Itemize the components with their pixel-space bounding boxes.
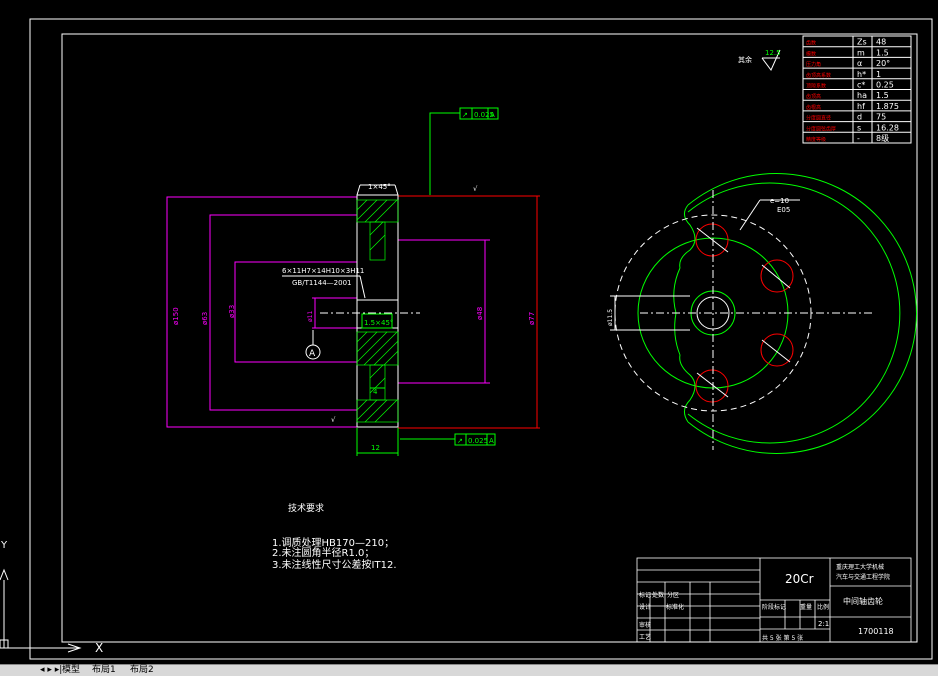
svg-text:技术要求: 技术要求 [288,502,324,514]
gear-section-view: 0.025 A ↗ 0.025 A ↗ ø150 ø63 ø33 ø11 ø48… [166,107,540,456]
param-name: 顶隙系数 [806,83,826,90]
param-value: 1.5 [876,91,889,100]
svg-text:处数: 处数 [652,591,664,599]
param-name: 精度等级 [806,136,826,143]
ucs-x-label: X [95,641,103,655]
svg-text:√: √ [331,416,336,424]
svg-text:1.5×45°: 1.5×45° [364,319,393,327]
param-symbol: hf [857,102,865,111]
sheet-outer-border [29,18,933,660]
ucs-y-label: Y [0,540,8,551]
param-name: 齿顶高系数 [806,72,831,79]
nav-arrows[interactable]: ◂ ▸ ▸| [40,665,63,675]
technical-notes: 技术要求 1.调质处理HB170—210； 2.未注圆角半径R1.0； 3.未注… [272,502,397,571]
tab-model[interactable]: 模型 [62,665,81,675]
param-value: 16.28 [876,123,899,132]
param-value: 1.5 [876,48,889,57]
param-value: 20° [876,59,890,68]
svg-text:汽车与交通工程学院: 汽车与交通工程学院 [836,573,890,581]
ucs-icon [0,568,82,653]
svg-text:A: A [309,349,316,359]
param-symbol: m [857,48,865,57]
svg-text:↗: ↗ [457,437,463,445]
svg-text:中间轴齿轮: 中间轴齿轮 [843,596,883,606]
param-name: 模数 [806,50,816,57]
svg-text:↗: ↗ [462,111,468,119]
param-name: 齿顶高 [806,93,821,100]
param-name: 齿数 [806,40,816,47]
param-symbol: c* [857,81,865,90]
svg-text:0.025: 0.025 [468,437,488,445]
svg-text:分区: 分区 [667,591,679,599]
layout-tab-bar: ◂ ▸ ▸| 模型 布局1 布局2 [0,664,938,676]
dim-d11: ø11 [307,311,314,322]
svg-text:标记: 标记 [639,591,651,599]
svg-text:1×45°: 1×45° [368,183,391,191]
svg-text:6×11H7×14H10×3H11: 6×11H7×14H10×3H11 [282,267,364,275]
svg-text:√: √ [473,185,478,193]
svg-text:E05: E05 [777,206,790,214]
tab-layout1[interactable]: 布局1 [92,665,116,675]
svg-text:A: A [489,437,494,445]
svg-text:GB/T1144—2001: GB/T1144—2001 [292,279,352,287]
param-symbol: ha [857,91,867,100]
svg-text:0.025: 0.025 [474,111,494,119]
param-name: 齿根高 [806,104,821,111]
param-name: 分度圆弦齿厚 [806,125,836,132]
svg-text:2:1: 2:1 [818,620,829,628]
sheet-inner-border [61,33,918,643]
svg-text:工艺: 工艺 [639,633,651,641]
param-symbol: s [857,123,861,132]
param-value: 1 [876,70,881,79]
gear-front-view: ø11.5 e=10 E05 [607,173,917,454]
param-symbol: d [857,113,862,122]
param-value: 1.875 [876,102,899,111]
svg-text:1.调质处理HB170—210；: 1.调质处理HB170—210； [272,537,394,549]
dim-d33: ø33 [228,305,236,318]
svg-text:A: A [490,111,495,119]
svg-text:重庆理工大学机械: 重庆理工大学机械 [836,563,884,571]
title-block [636,557,912,643]
gear-params-table: 齿数 Zs 48 模数 m 1.5 压力角 α 20° 齿顶高系数 h* 1 顶隙系数 c* 0.25 齿顶高… [802,35,912,144]
param-value: 8级 [876,133,889,143]
param-symbol: Zs [857,38,867,47]
param-value: 48 [876,38,886,47]
roughness-symbol: 其余 12.5 [738,49,781,71]
param-symbol: h* [857,70,866,79]
dim-d48: ø48 [476,307,484,320]
svg-text:12.5: 12.5 [765,49,781,57]
param-value: 75 [876,113,886,122]
dim-d77: ø77 [528,312,536,325]
tab-layout2[interactable]: 布局2 [130,665,154,675]
svg-text:12: 12 [371,444,380,452]
svg-text:审核: 审核 [639,621,651,629]
svg-text:20Cr: 20Cr [785,572,814,586]
dim-d63: ø63 [201,312,209,325]
param-symbol: α [857,59,862,68]
title-block-text: 20Cr 重庆理工大学机械 汽车与交通工程学院 中间轴齿轮 1700118 2:… [639,563,894,642]
svg-text:阶段标记: 阶段标记 [762,603,786,611]
svg-text:1700118: 1700118 [858,627,894,636]
param-symbol: - [857,134,860,143]
param-name: 压力角 [806,61,821,68]
svg-text:其余: 其余 [738,55,752,64]
svg-text:4: 4 [373,388,378,396]
svg-text:重量: 重量 [800,603,812,611]
svg-text:设计: 设计 [639,603,651,611]
param-name: 分度圆直径 [806,115,831,122]
svg-text:ø11.5: ø11.5 [607,309,614,326]
svg-text:标准化: 标准化 [666,603,684,611]
svg-text:共 5 张 第 5 张: 共 5 张 第 5 张 [762,634,803,642]
svg-text:3.未注线性尺寸公差按IT12.: 3.未注线性尺寸公差按IT12. [272,558,397,571]
svg-text:2.未注圆角半径R1.0；: 2.未注圆角半径R1.0； [272,546,374,559]
dim-d150: ø150 [172,307,180,325]
param-value: 0.25 [876,81,894,90]
svg-text:e=10: e=10 [770,197,789,205]
svg-text:比例: 比例 [817,603,829,611]
